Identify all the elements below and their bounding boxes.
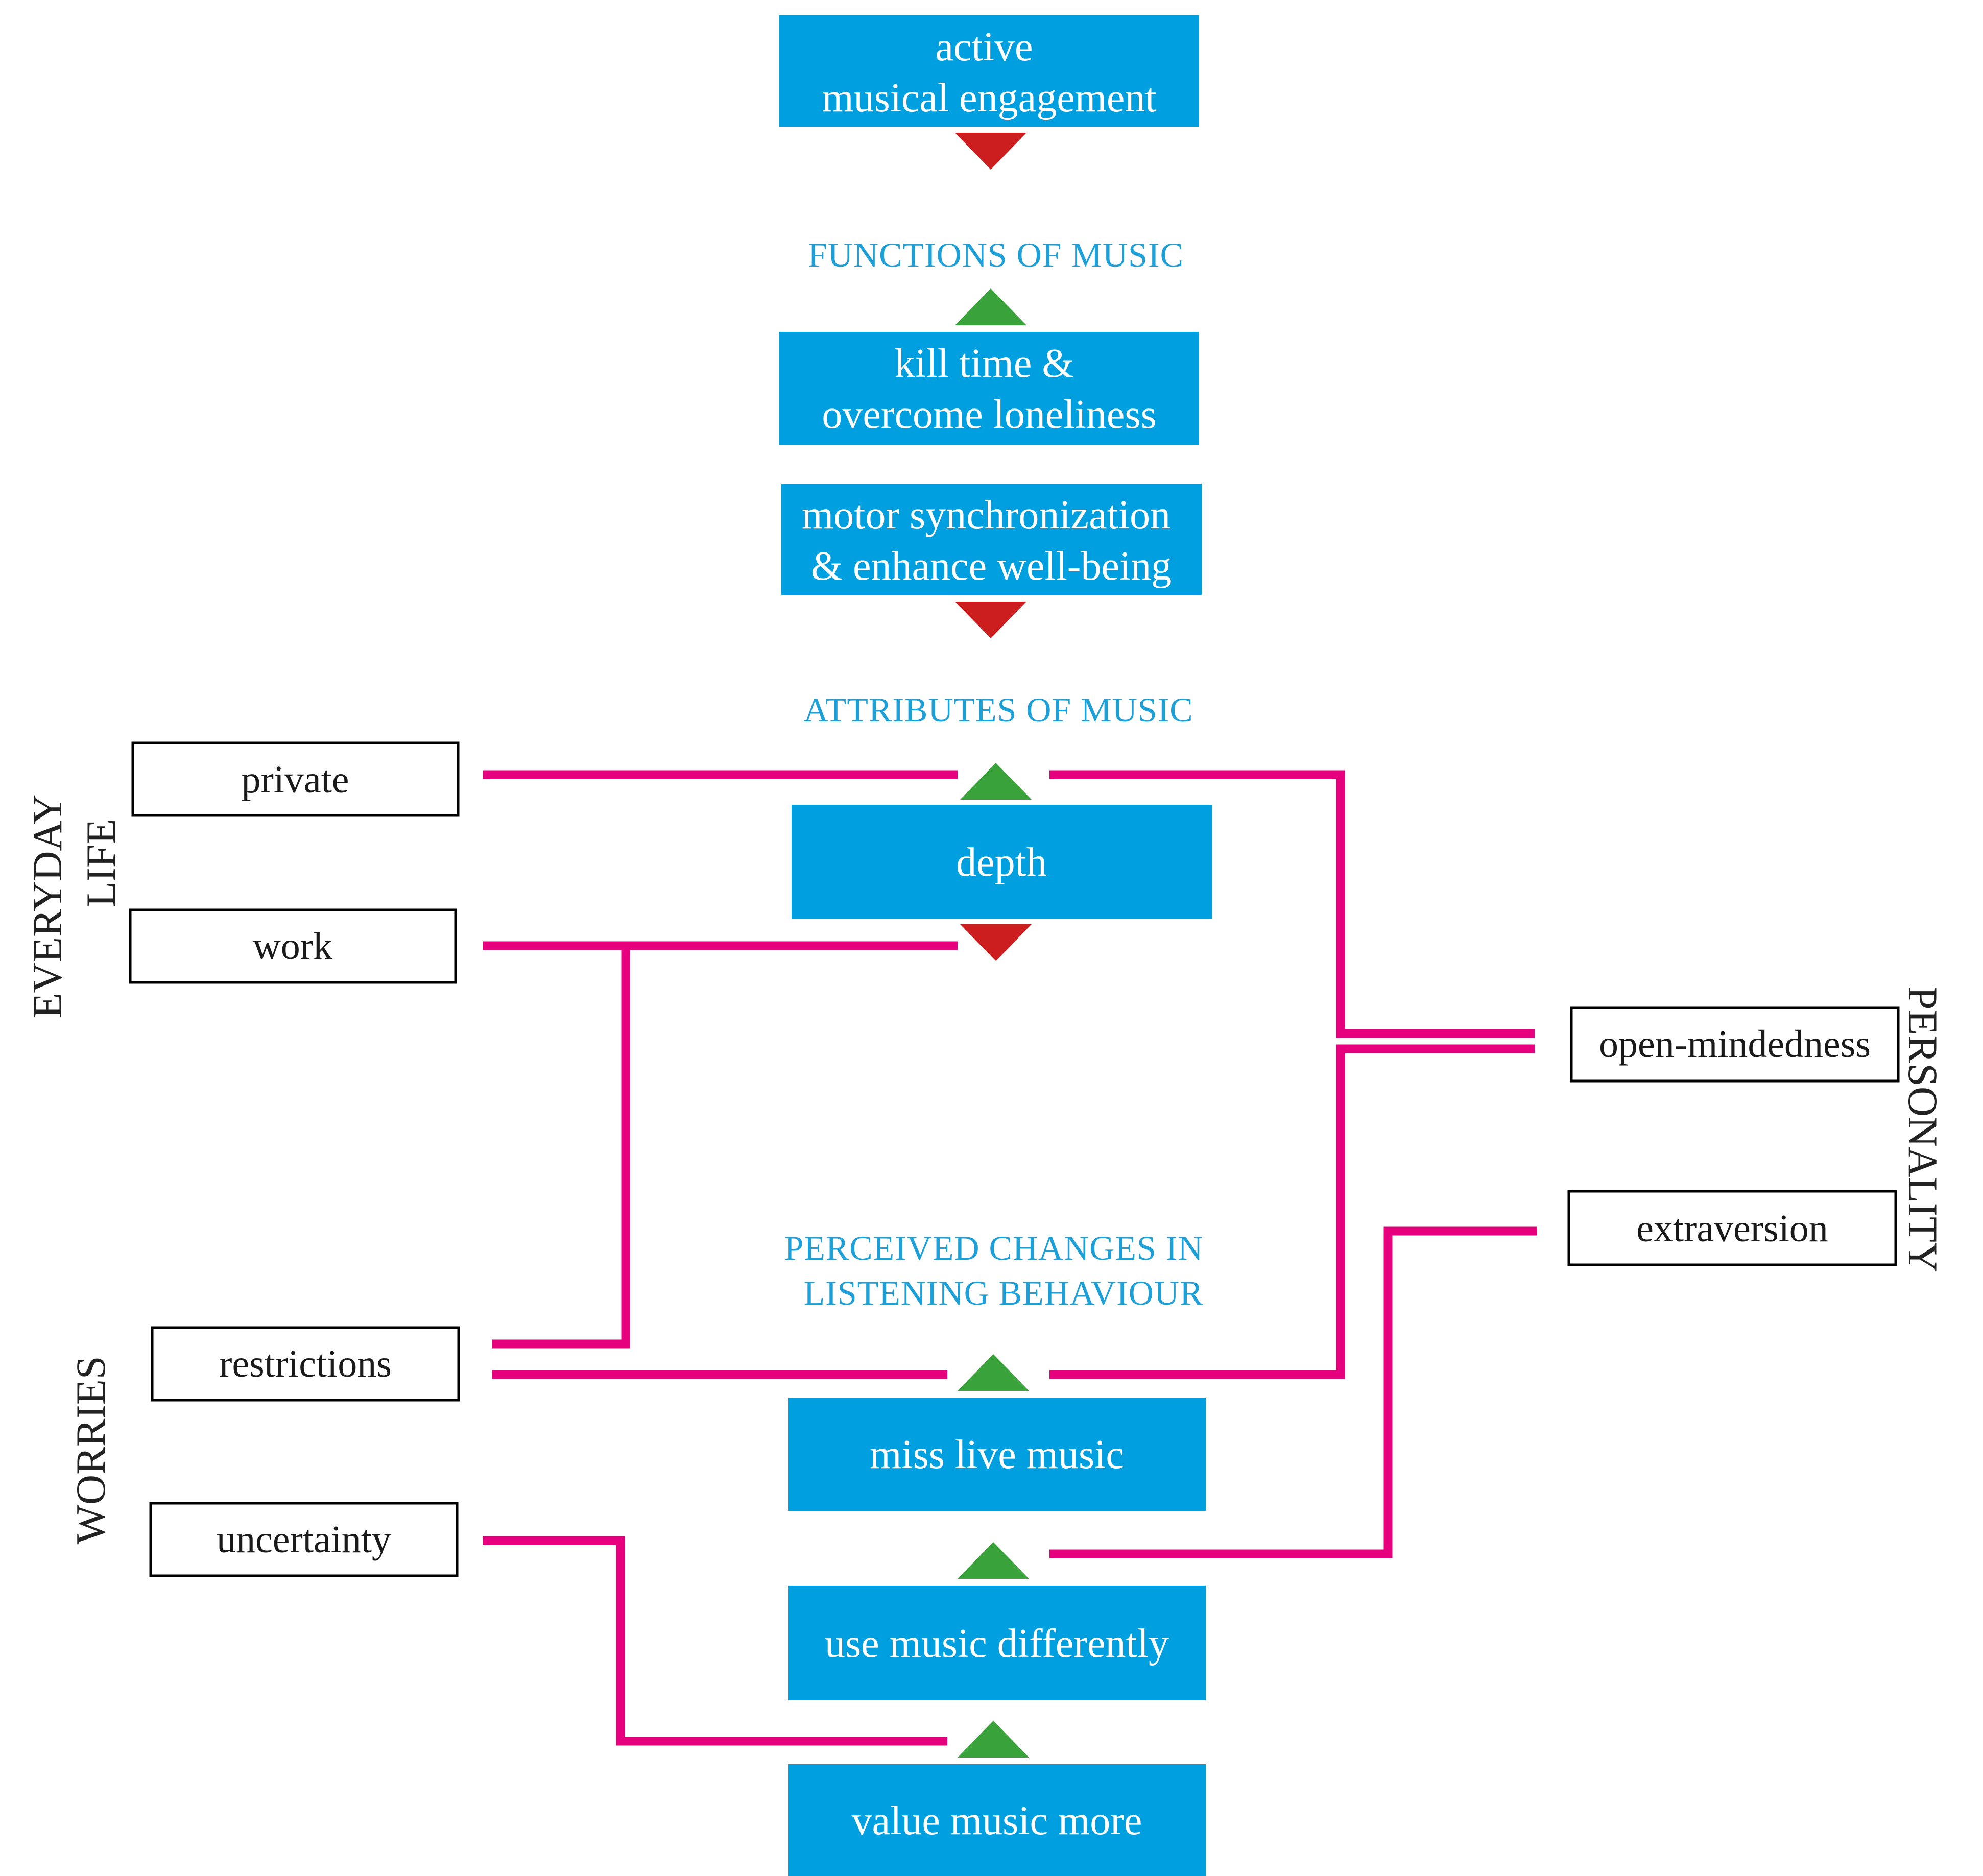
svg-text:private: private bbox=[241, 758, 349, 801]
everyday-life-label-2: LIFE bbox=[78, 819, 124, 907]
motor-line-1: motor synchronization bbox=[802, 493, 1170, 538]
connector-extraversion-use-diff bbox=[1049, 1226, 1537, 1558]
arrow-up-above-depth bbox=[960, 763, 1032, 800]
perceived-heading-line-2: LISTENING BEHAVIOUR bbox=[804, 1273, 1204, 1312]
uncertainty-box: uncertainty bbox=[149, 1502, 459, 1577]
motor-synchronization-box: motor synchronization & enhance well-bei… bbox=[781, 484, 1202, 595]
open-mindedness-box: open-mindedness bbox=[1570, 1006, 1900, 1083]
miss-live-label: miss live music bbox=[870, 1432, 1124, 1477]
motor-line-2: & enhance well-being bbox=[811, 544, 1172, 589]
worries-label: WORRIES bbox=[67, 1356, 114, 1545]
value-more-label: value music more bbox=[852, 1798, 1142, 1843]
worries-line-1: WORRIES bbox=[67, 1356, 114, 1545]
uncertainty-label: uncertainty bbox=[217, 1518, 391, 1561]
svg-text:active musical engagem: active musical engagement bbox=[822, 25, 1156, 121]
svg-text:extraversion: extraversion bbox=[1636, 1207, 1828, 1250]
everyday-life-line-1: EVERYDAY bbox=[24, 795, 70, 1019]
svg-text:use music differently: use music differently bbox=[825, 1621, 1169, 1666]
active-musical-engagement-box: active musical engagement bbox=[779, 15, 1199, 127]
kill-time-line-2: overcome loneliness bbox=[822, 392, 1156, 437]
open-mindedness-label: open-mindedness bbox=[1599, 1023, 1871, 1066]
extraversion-box: extraversion bbox=[1567, 1190, 1897, 1266]
attributes-heading-line-1: ATTRIBUTES OF MUSIC bbox=[803, 690, 1193, 729]
extraversion-label: extraversion bbox=[1636, 1207, 1828, 1250]
section-headings: FUNCTIONS OF MUSIC ATTRIBUTES OF MUSIC P… bbox=[784, 235, 1213, 1312]
work-label: work bbox=[253, 925, 332, 968]
kill-time-line-1: kill time & bbox=[894, 341, 1073, 386]
svg-text:open-mindedness: open-mindedness bbox=[1599, 1023, 1871, 1066]
connector-miss-live-open-mindedness bbox=[1049, 1044, 1535, 1379]
work-box: work bbox=[129, 908, 457, 984]
perceived-heading-line-1: PERCEIVED CHANGES IN bbox=[784, 1229, 1204, 1267]
miss-live-music-box: miss live music bbox=[788, 1398, 1206, 1511]
svg-text:work: work bbox=[253, 925, 332, 968]
active-line-1: active bbox=[936, 25, 1033, 69]
functions-heading-line-1: FUNCTIONS OF MUSIC bbox=[808, 235, 1184, 274]
svg-text:motor synchronization: motor synchronization & enhance well-bei… bbox=[802, 493, 1181, 589]
connector-work-restrictions bbox=[492, 946, 630, 1349]
arrow-down-below-motor bbox=[955, 602, 1026, 638]
private-box: private bbox=[131, 741, 460, 817]
svg-text:depth: depth bbox=[956, 840, 1047, 885]
arrow-up-above-kill-time bbox=[955, 288, 1026, 325]
restrictions-box: restrictions bbox=[151, 1326, 460, 1402]
use-music-differently-box: use music differently bbox=[788, 1586, 1206, 1700]
personality-label: PERSONALITY bbox=[1900, 987, 1946, 1272]
arrow-down-below-depth bbox=[960, 924, 1032, 961]
svg-text:value music more: value music more bbox=[852, 1798, 1142, 1843]
arrow-up-above-use-diff bbox=[958, 1542, 1029, 1579]
arrow-down-below-active bbox=[955, 133, 1026, 170]
svg-text:kill time & overcome l: kill time & overcome loneliness bbox=[822, 341, 1156, 437]
arrows bbox=[955, 133, 1032, 1758]
connector-lines bbox=[483, 770, 1537, 1746]
everyday-life-label: EVERYDAY bbox=[24, 795, 70, 1019]
personality-line-1: PERSONALITY bbox=[1900, 987, 1946, 1272]
arrow-up-above-value-more bbox=[958, 1721, 1029, 1758]
attributes-heading: ATTRIBUTES OF MUSIC bbox=[803, 690, 1193, 729]
active-line-2: musical engagement bbox=[822, 76, 1156, 121]
arrow-up-above-miss-live bbox=[958, 1354, 1029, 1391]
private-label: private bbox=[241, 758, 349, 801]
kill-time-box: kill time & overcome loneliness bbox=[779, 332, 1199, 445]
svg-text:uncertainty: uncertainty bbox=[217, 1518, 391, 1561]
connector-depth-open-mindedness bbox=[1049, 770, 1535, 1038]
everyday-life-line-2: LIFE bbox=[78, 819, 124, 907]
restrictions-label: restrictions bbox=[219, 1342, 392, 1385]
use-diff-label: use music differently bbox=[825, 1621, 1169, 1666]
blue-boxes: active musical engagement kill time & ov… bbox=[779, 15, 1212, 1876]
svg-text:miss live music: miss live music bbox=[870, 1432, 1124, 1477]
perceived-heading: PERCEIVED CHANGES IN LISTENING BEHAVIOUR bbox=[784, 1229, 1213, 1312]
depth-label: depth bbox=[956, 840, 1047, 885]
svg-text:restrictions: restrictions bbox=[219, 1342, 392, 1385]
depth-box: depth bbox=[792, 805, 1212, 919]
value-music-more-box: value music more bbox=[788, 1764, 1206, 1876]
factor-boxes: private work restrictions uncertainty op… bbox=[129, 741, 1900, 1577]
connector-uncertainty-value-more bbox=[483, 1536, 947, 1746]
group-labels: EVERYDAY LIFE WORRIES PERSONALITY bbox=[24, 795, 1946, 1545]
functions-heading: FUNCTIONS OF MUSIC bbox=[808, 235, 1184, 274]
